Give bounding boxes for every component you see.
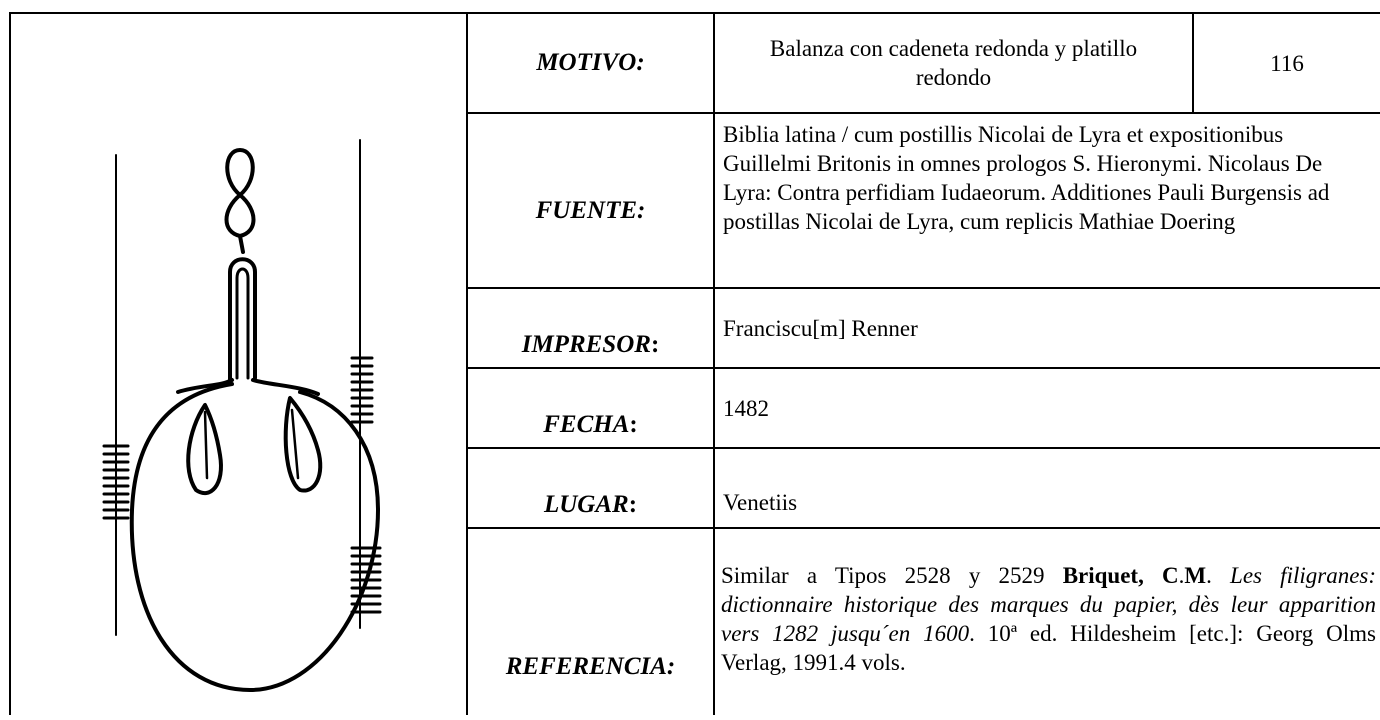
reference-title: Les filigranes: dictionnaire historique …: [721, 563, 1377, 646]
reference-prefix: Similar a Tipos 2528 y 2529: [721, 563, 1063, 588]
reference-author: Briquet, C: [1062, 563, 1179, 588]
reference-suffix: . 10ª ed. Hildesheim [etc.]: Georg Olms …: [721, 621, 1377, 675]
divider-label-column: [713, 12, 715, 715]
label-cell-motivo: MOTIVO:: [468, 14, 713, 112]
value-referencia: Similar a Tipos 2528 y 2529 Briquet, C.M…: [721, 563, 1377, 675]
label-cell-impresor: IMPRESOR:: [468, 289, 713, 367]
row-line-4: [466, 447, 1380, 449]
value-fecha: 1482: [723, 395, 769, 421]
number-cell: 116: [1194, 14, 1380, 112]
label-referencia: REFERENCIA:: [505, 653, 676, 680]
divider-number: [1192, 12, 1194, 112]
label-fuente: FUENTE:: [535, 196, 646, 224]
value-cell-fecha: 1482: [715, 369, 1380, 447]
row-line-5: [466, 527, 1380, 529]
scale-watermark-drawing: [102, 139, 382, 692]
frame-top: [9, 12, 1380, 14]
value-cell-referencia: Similar a Tipos 2528 y 2529 Briquet, C.M…: [715, 529, 1380, 715]
value-cell-impresor: Franciscu[m] Renner: [715, 289, 1380, 367]
row-line-2: [466, 287, 1380, 289]
value-impresor: Franciscu[m] Renner: [723, 315, 918, 341]
value-motivo: Balanza con cadeneta redonda y platillo …: [769, 36, 1138, 90]
row-line-1: [466, 112, 1380, 114]
label-lugar: LUGAR:: [543, 491, 638, 518]
label-cell-referencia: REFERENCIA:: [468, 529, 713, 715]
value-fuente: Biblia latina / cum postillis Nicolai de…: [723, 122, 1330, 234]
label-cell-fecha: FECHA:: [468, 369, 713, 447]
watermark-illustration: [9, 12, 467, 715]
frame-left: [9, 12, 11, 715]
label-impresor: IMPRESOR:: [521, 331, 660, 358]
label-motivo: MOTIVO:: [536, 49, 645, 76]
value-lugar: Venetiis: [723, 490, 798, 515]
divider-illustration: [466, 12, 468, 715]
row-line-3: [466, 367, 1380, 369]
label-fecha: FECHA:: [543, 411, 638, 438]
value-cell-fuente: Biblia latina / cum postillis Nicolai de…: [715, 114, 1380, 287]
motif-number: 116: [1270, 50, 1304, 76]
value-cell-lugar: Venetiis: [715, 449, 1380, 527]
value-cell-motivo: Balanza con cadeneta redonda y platillo …: [715, 14, 1192, 112]
label-cell-lugar: LUGAR:: [468, 449, 713, 527]
label-cell-fuente: FUENTE:: [468, 114, 713, 287]
